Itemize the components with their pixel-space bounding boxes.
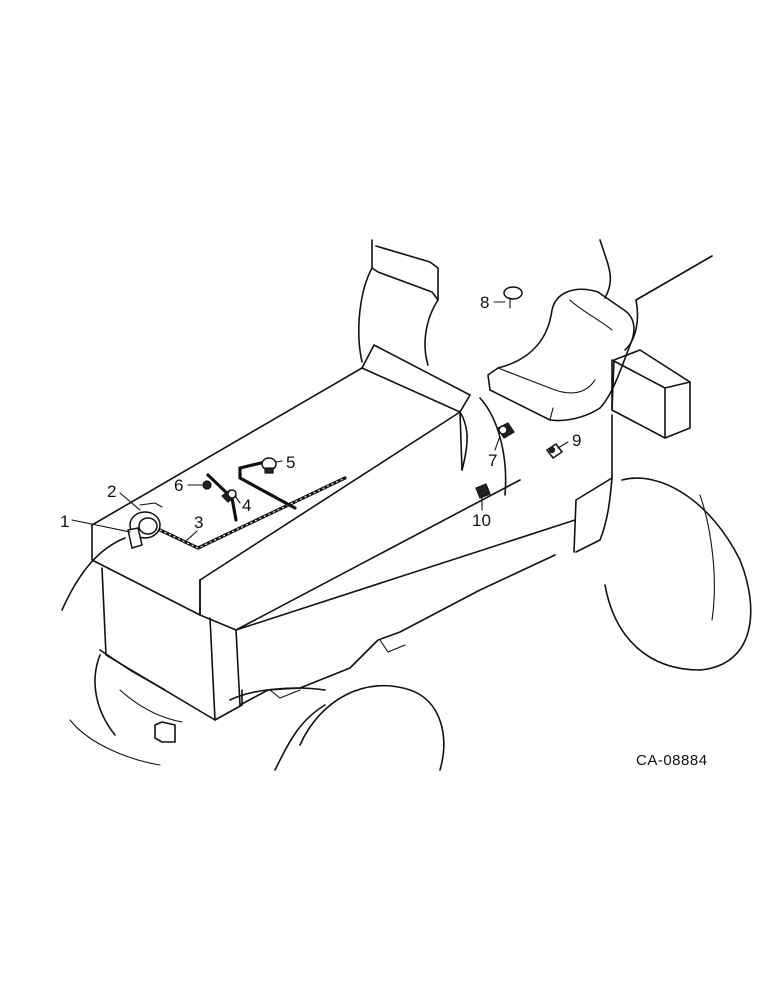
callout-labels: 1 2 3 4 5 6 7 8 9 10 xyxy=(60,293,581,532)
small-switch-part xyxy=(545,442,564,460)
callout-3: 3 xyxy=(194,513,203,532)
plug-part xyxy=(475,483,491,499)
hood-body xyxy=(91,344,576,743)
sensor-part xyxy=(261,457,277,474)
fender xyxy=(358,239,713,553)
clip-part xyxy=(202,480,212,490)
callout-10: 10 xyxy=(472,511,491,530)
knob-part xyxy=(503,286,523,309)
callout-1: 1 xyxy=(60,512,69,531)
switch-part xyxy=(221,489,237,503)
light-assembly xyxy=(127,502,163,549)
callout-6: 6 xyxy=(174,476,183,495)
callout-8: 8 xyxy=(480,293,489,312)
seat xyxy=(487,288,635,422)
callout-9: 9 xyxy=(572,431,581,450)
left-front-wheel xyxy=(61,537,161,766)
connector-part xyxy=(497,422,515,439)
callout-2: 2 xyxy=(107,482,116,501)
drawing-id: CA-08884 xyxy=(636,752,708,769)
callout-4: 4 xyxy=(242,496,251,515)
rear-wheel xyxy=(604,477,752,671)
front-lower-wheel xyxy=(229,684,445,771)
leader-lines xyxy=(71,301,569,543)
callout-7: 7 xyxy=(488,451,497,470)
callout-5: 5 xyxy=(286,453,295,472)
right-fender-block xyxy=(611,349,691,439)
